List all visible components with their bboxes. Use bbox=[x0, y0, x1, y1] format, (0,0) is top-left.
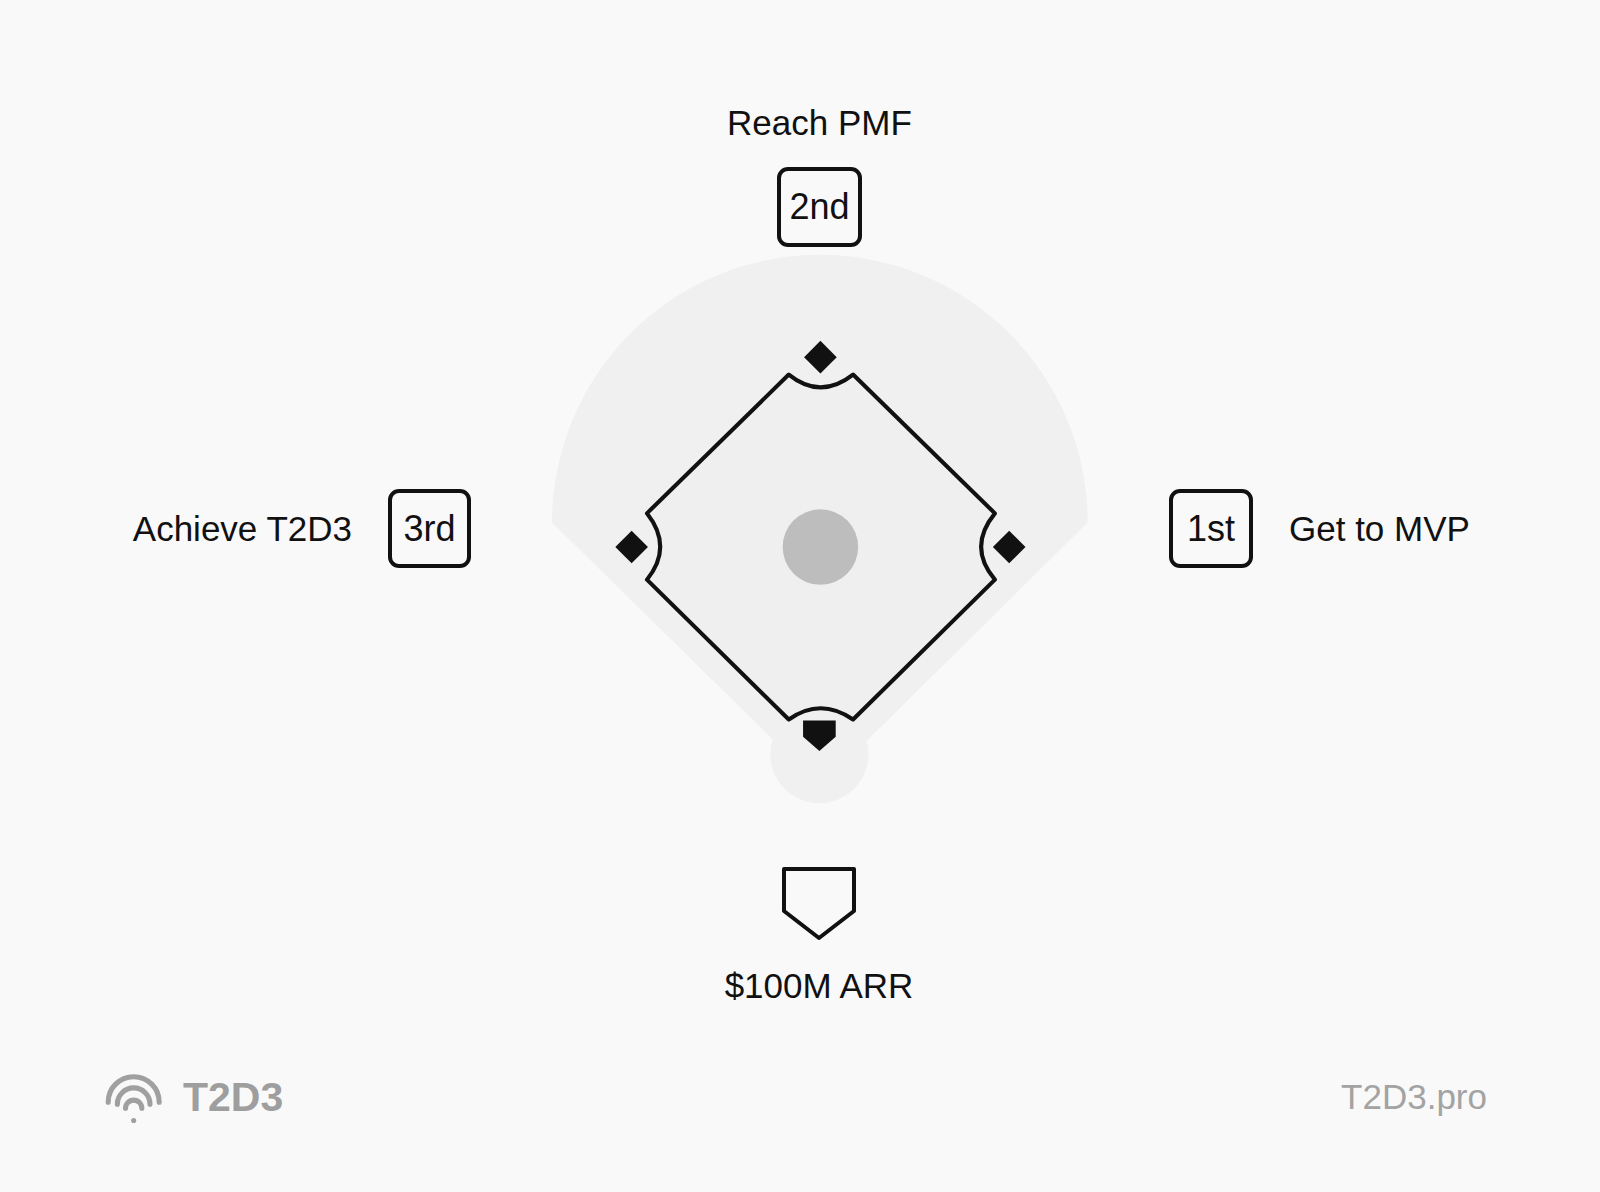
second-base bbox=[804, 341, 837, 374]
first-base bbox=[993, 531, 1026, 564]
site-watermark: T2D3.pro bbox=[1341, 1078, 1487, 1117]
base-box: 1stGet to MVP bbox=[1169, 489, 1253, 568]
base-box: Reach PMF2nd bbox=[777, 167, 861, 247]
logo-icon bbox=[108, 1077, 159, 1123]
base-number: 1st bbox=[1187, 508, 1235, 549]
milestone-label: Achieve T2D3 bbox=[133, 508, 352, 548]
home-plate: $100M ARR bbox=[782, 867, 856, 940]
milestone-label: Reach PMF bbox=[727, 103, 912, 143]
outfield-fan bbox=[552, 255, 1088, 803]
third-base bbox=[615, 531, 648, 564]
pitchers-mound bbox=[783, 509, 859, 585]
logo-wordmark: T2D3 bbox=[183, 1075, 283, 1120]
home-base bbox=[803, 721, 836, 752]
base-box: Achieve T2D33rd bbox=[388, 489, 471, 568]
home-plate-outline bbox=[782, 867, 856, 940]
infield-diamond bbox=[647, 375, 995, 720]
milestone-label: $100M ARR bbox=[725, 966, 914, 1006]
milestone-label: Get to MVP bbox=[1289, 508, 1470, 548]
base-number: 2nd bbox=[789, 186, 849, 227]
base-number: 3rd bbox=[403, 508, 455, 549]
